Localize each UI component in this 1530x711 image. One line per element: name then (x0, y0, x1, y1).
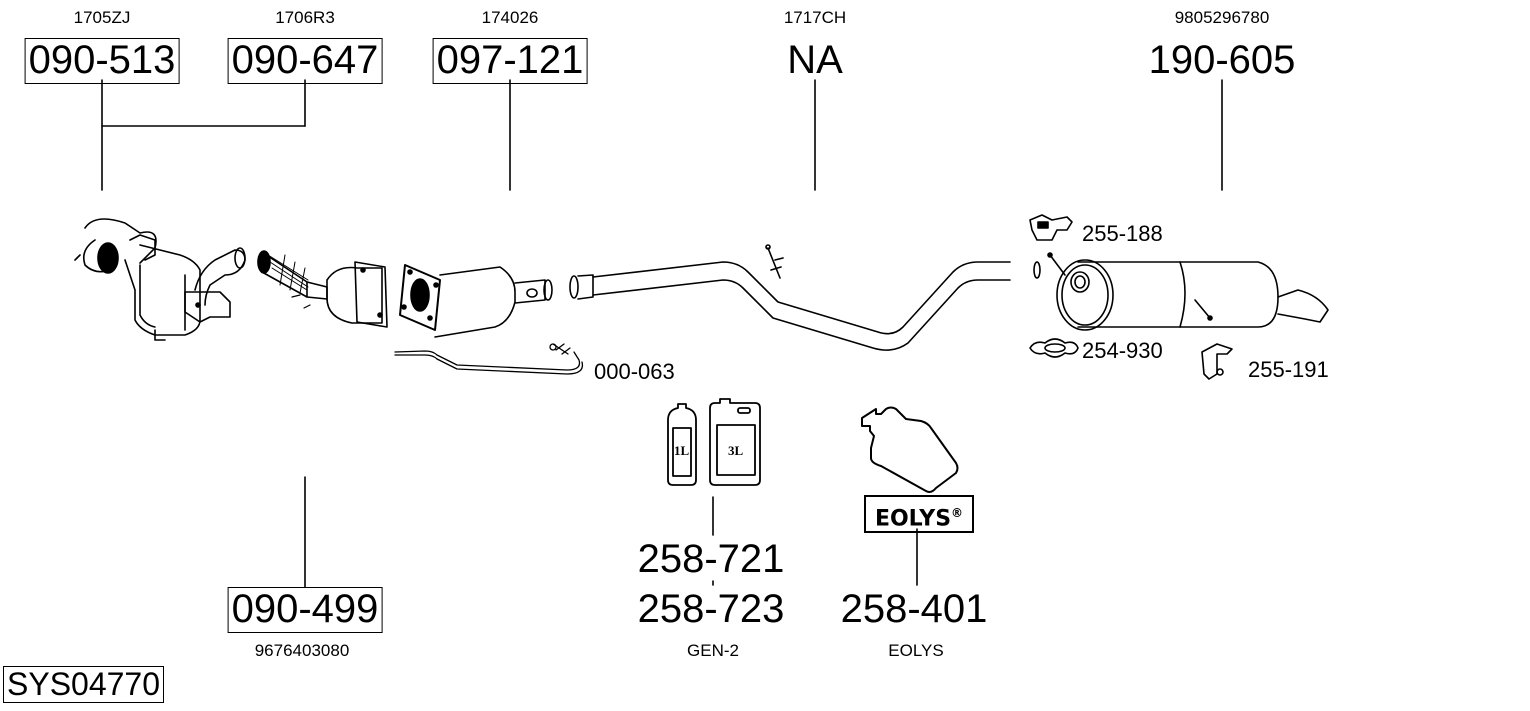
registered-mark: ® (951, 506, 964, 520)
front-catalyst-icon (399, 264, 553, 338)
dpf-assembly-icon (74, 218, 246, 341)
oe-number: 174026 (481, 8, 539, 27)
oe-number: 9805296780 (1174, 8, 1270, 27)
part-number-hanger[interactable]: 255-188 (1082, 221, 1163, 246)
part-number-bracket[interactable]: 255-191 (1248, 357, 1329, 382)
part-number-center-pipe[interactable]: NA (787, 38, 843, 82)
mounting-bracket-icon (1201, 343, 1233, 380)
rubber-hanger-icon (1029, 214, 1073, 241)
part-number-rear-silencer[interactable]: 190-605 (1148, 38, 1296, 82)
leader-lines (101, 79, 1223, 588)
part-number-front-catalyst[interactable]: 097-121 (432, 38, 588, 84)
rear-silencer-icon (1047, 252, 1329, 331)
sensor-cable-icon (394, 343, 584, 375)
bottle-label-1l: 1L (674, 443, 690, 458)
oe-number: 9676403080 (254, 641, 350, 660)
catalyst-flex-pipe-icon (257, 250, 388, 328)
eolys-bag-icon (861, 406, 959, 493)
additive-bottles-icon (667, 398, 761, 486)
part-number-additive-2[interactable]: 258-723 (637, 587, 785, 631)
part-number-clamp[interactable]: 254-930 (1082, 338, 1163, 363)
oe-number: 1705ZJ (73, 8, 131, 27)
part-number-dpf-alt[interactable]: 090-499 (227, 587, 383, 633)
eolys-caption: EOLYS (888, 641, 944, 660)
bottle-label-3l: 3L (728, 443, 744, 458)
part-number-additive-1[interactable]: 258-721 (637, 537, 785, 581)
eolys-logo-text: EOLYS (874, 506, 952, 532)
part-number-catalyst[interactable]: 090-647 (227, 38, 383, 84)
part-number-dpf[interactable]: 090-513 (24, 38, 180, 84)
system-code: SYS04770 (3, 666, 165, 703)
oe-number: 1717CH (783, 8, 847, 27)
part-number-eolys[interactable]: 258-401 (840, 587, 988, 631)
eolys-logo: EOLYS® (864, 495, 974, 533)
oe-number: 1706R3 (275, 8, 335, 27)
additive-caption: GEN-2 (687, 641, 739, 660)
pipe-clamp-icon (1029, 338, 1079, 358)
center-pipe-icon (569, 244, 1041, 351)
part-number-sensor-cable[interactable]: 000-063 (594, 359, 675, 384)
